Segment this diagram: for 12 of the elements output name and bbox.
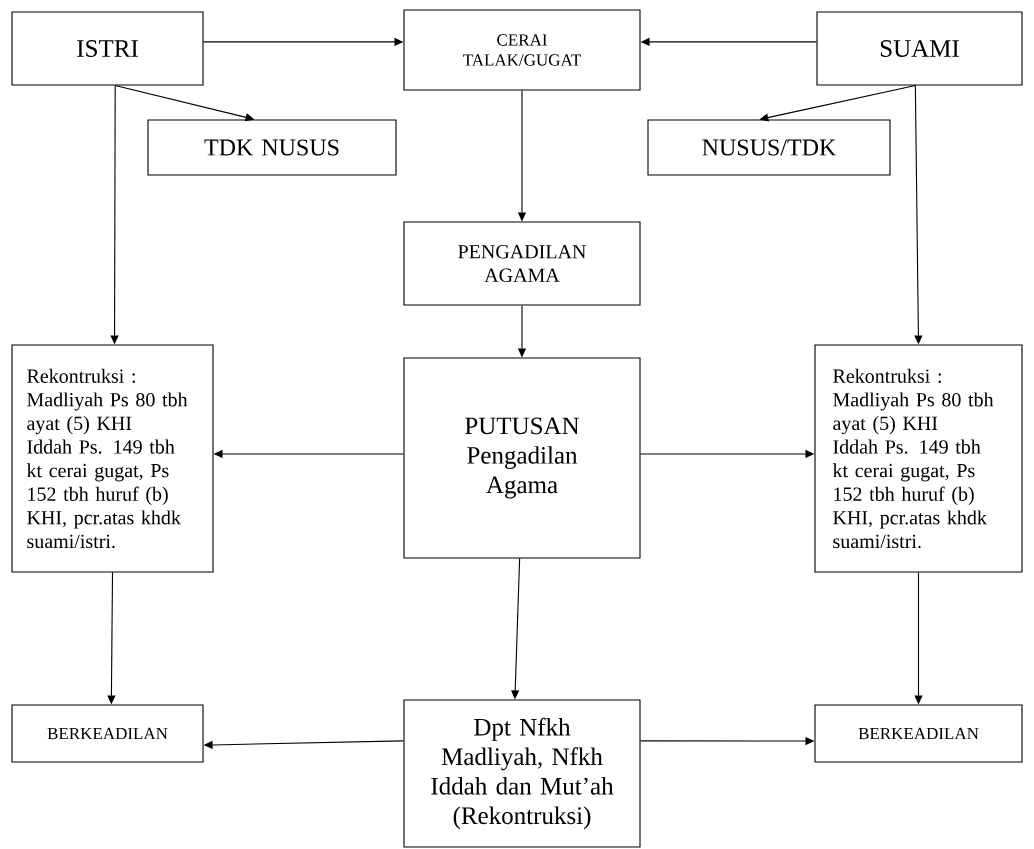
process-box: CERAI TALAK/GUGAT <box>403 9 641 91</box>
process-box: PENGADILAN AGAMA <box>403 221 641 306</box>
process-box: BERKEADILAN <box>11 704 204 763</box>
process-box: TDK NUSUS <box>147 119 397 176</box>
process-box: ISTRI <box>11 11 204 86</box>
process-box: Rekontruksi : Madliyah Ps 80 tbh ayat (5) KHI Iddah Ps. 149 tbh kt cerai gugat, Ps 152 tbh huruf (b) KHI, pcr.atas khdk suami/istri. <box>11 344 214 573</box>
process-box: Rekontruksi : Madliyah Ps 80 tbh ayat (5) KHI Iddah Ps. 149 tbh kt cerai gugat, Ps 152 tbh huruf (b) KHI, pcr.atas khdk suami/istri. <box>814 344 1023 573</box>
process-box: SUAMI <box>816 11 1023 86</box>
process-box: BERKEADILAN <box>814 704 1023 763</box>
process-box: PUTUSAN Pengadilan Agama <box>403 357 641 559</box>
process-box: NUSUS/TDK <box>647 119 891 176</box>
process-box: Dpt Nfkh Madliyah, Nfkh Iddah dan Mut’ah (Rekontruksi) <box>403 699 641 848</box>
